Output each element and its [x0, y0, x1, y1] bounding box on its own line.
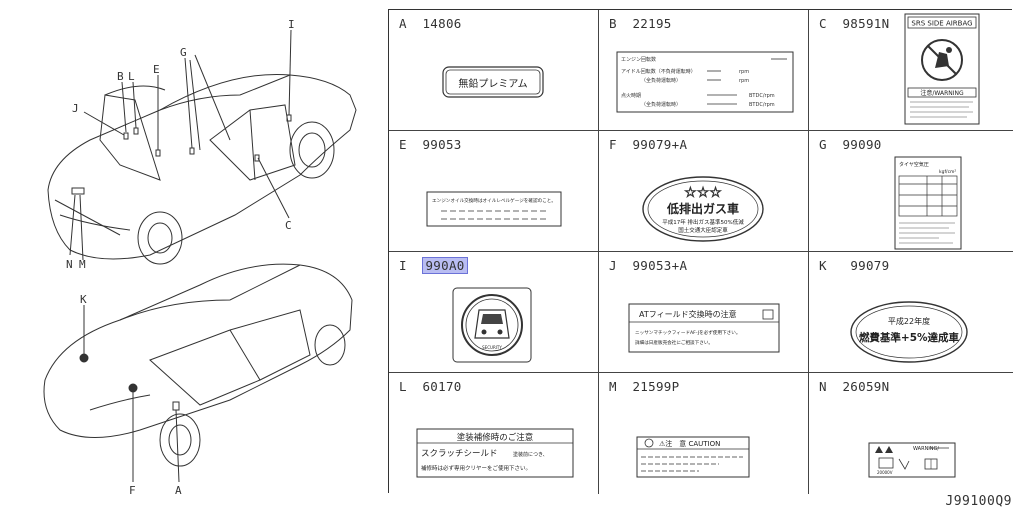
label-cell-c[interactable]: C 98591N SRS SIDE AIRBAG 注意/WARNING: [809, 10, 1013, 131]
svg-text:注意/WARNING: 注意/WARNING: [920, 89, 964, 97]
callout-a: A: [175, 484, 182, 497]
svg-text:エンジン回転数: エンジン回転数: [621, 56, 656, 63]
callout-c: C: [285, 219, 292, 232]
svg-text:タイヤ空気圧: タイヤ空気圧: [899, 161, 929, 168]
part-code-e: E 99053: [399, 137, 462, 152]
label-l-drawing: 塗装補修時のご注意 スクラッチシールド 塗装前につき、 補修時は必ず専用クリヤー…: [416, 428, 574, 478]
svg-text:補修時は必ず専用クリヤーをご使用下さい。: 補修時は必ず専用クリヤーをご使用下さい。: [421, 464, 531, 472]
svg-text:平成22年度: 平成22年度: [888, 316, 930, 326]
svg-text:低排出ガス車: 低排出ガス車: [666, 201, 739, 216]
part-code-c: C 98591N: [819, 16, 890, 31]
label-cell-k[interactable]: K 99079 平成22年度 燃費基準+5%達成車: [809, 252, 1013, 373]
callout-b: B: [117, 70, 124, 83]
svg-text:kgf/cm²: kgf/cm²: [939, 169, 956, 175]
label-cell-a[interactable]: A 14806 無鉛プレミアム: [389, 10, 599, 131]
svg-text:SECURITY: SECURITY: [482, 345, 502, 350]
callout-n: N: [66, 258, 73, 271]
label-a-text: 無鉛プレミアム: [458, 77, 527, 90]
vehicle-line-drawings: B L E G I J C N M K F A: [43, 18, 357, 497]
label-n-drawing: WARNING/ 20000V: [868, 442, 956, 478]
label-cell-n[interactable]: N 26059N WARNING/ 20000V: [809, 373, 1013, 494]
callout-i: I: [288, 18, 295, 31]
svg-text:塗装前につき、: 塗装前につき、: [513, 451, 548, 458]
label-a-drawing: 無鉛プレミアム: [442, 66, 544, 98]
svg-text:エンジンオイル交換時はオイルレベルゲージを確認のこと。: エンジンオイル交換時はオイルレベルゲージを確認のこと。: [432, 197, 556, 204]
svg-text:BTDC/rpm: BTDC/rpm: [749, 93, 775, 99]
svg-text:ATフィールド交換時の注意: ATフィールド交換時の注意: [639, 309, 737, 319]
callout-m: M: [79, 258, 86, 271]
label-i-drawing: SECURITY: [452, 287, 532, 363]
svg-text:アイドル回転数（不負荷運転時）: アイドル回転数（不負荷運転時）: [621, 68, 696, 75]
part-code-a: A 14806: [399, 16, 462, 31]
label-m-drawing: ⚠注 意 CAUTION: [636, 436, 750, 478]
part-code-j: J 99053+A: [609, 258, 688, 273]
label-f-drawing: ☆☆☆ 低排出ガス車 平成17年 排出ガス基準50%低減 国土交通大臣認定車: [642, 176, 764, 242]
label-e-drawing: エンジンオイル交換時はオイルレベルゲージを確認のこと。: [426, 191, 562, 227]
label-parts-grid: A 14806 無鉛プレミアム B 22195 エンジン回転数 アイドル回転数（…: [388, 9, 1013, 494]
callout-k: K: [80, 293, 87, 306]
svg-text:ニッサンマチックフィードAF-Jを必ず使用下さい。: ニッサンマチックフィードAF-Jを必ず使用下さい。: [635, 329, 740, 336]
part-code-f: F 99079+A: [609, 137, 688, 152]
label-cell-e[interactable]: E 99053 エンジンオイル交換時はオイルレベルゲージを確認のこと。: [389, 131, 599, 252]
part-code-n: N 26059N: [819, 379, 890, 394]
svg-text:BTDC/rpm: BTDC/rpm: [749, 102, 775, 108]
svg-text:（全負荷運転時）: （全負荷運転時）: [641, 101, 681, 108]
label-cell-f[interactable]: F 99079+A ☆☆☆ 低排出ガス車 平成17年 排出ガス基準50%低減 国…: [599, 131, 809, 252]
svg-text:☆☆☆: ☆☆☆: [684, 185, 722, 201]
highlighted-part-code[interactable]: 990A0: [422, 257, 468, 274]
part-code-b: B 22195: [609, 16, 672, 31]
svg-text:国土交通大臣認定車: 国土交通大臣認定車: [678, 226, 728, 234]
part-code-l: L 60170: [399, 379, 462, 394]
vehicle-illustration-panel: B L E G I J C N M K F A: [0, 0, 385, 510]
svg-text:⚠注 意 CAUTION: ⚠注 意 CAUTION: [659, 439, 720, 448]
label-b-drawing: エンジン回転数 アイドル回転数（不負荷運転時） （全負荷運転時） 点火時期 （全…: [616, 51, 794, 113]
label-cell-b[interactable]: B 22195 エンジン回転数 アイドル回転数（不負荷運転時） （全負荷運転時）…: [599, 10, 809, 131]
label-cell-g[interactable]: G 99090 タイヤ空気圧 kgf/cm²: [809, 131, 1013, 252]
label-k-drawing: 平成22年度 燃費基準+5%達成車: [850, 301, 968, 363]
callout-f: F: [129, 484, 136, 497]
svg-text:平成17年 排出ガス基準50%低減: 平成17年 排出ガス基準50%低減: [662, 218, 744, 226]
svg-text:燃費基準+5%達成車: 燃費基準+5%達成車: [859, 331, 960, 344]
svg-text:塗装補修時のご注意: 塗装補修時のご注意: [457, 432, 534, 443]
label-cell-j[interactable]: J 99053+A ATフィールド交換時の注意 ニッサンマチックフィードAF-J…: [599, 252, 809, 373]
svg-text:20000V: 20000V: [877, 470, 893, 475]
svg-text:SRS SIDE AIRBAG: SRS SIDE AIRBAG: [911, 20, 972, 28]
label-cell-m[interactable]: M 21599P ⚠注 意 CAUTION: [599, 373, 809, 494]
callout-g: G: [180, 46, 187, 59]
callout-l: L: [128, 70, 135, 83]
figure-code: J99100Q9: [945, 494, 1012, 509]
svg-text:詳細は日産販売会社にご相談下さい。: 詳細は日産販売会社にご相談下さい。: [635, 339, 713, 346]
svg-text:（全負荷運転時）: （全負荷運転時）: [641, 77, 681, 84]
label-g-drawing: タイヤ空気圧 kgf/cm²: [894, 156, 962, 250]
label-j-drawing: ATフィールド交換時の注意 ニッサンマチックフィードAF-Jを必ず使用下さい。 …: [628, 303, 780, 353]
svg-text:スクラッチシールド: スクラッチシールド: [421, 449, 498, 459]
part-code-g: G 99090: [819, 137, 882, 152]
svg-text:rpm: rpm: [739, 78, 749, 84]
callout-e: E: [153, 63, 160, 76]
label-cell-l[interactable]: L 60170 塗装補修時のご注意 スクラッチシールド 塗装前につき、 補修時は…: [389, 373, 599, 494]
svg-text:rpm: rpm: [739, 69, 749, 75]
callout-j: J: [72, 102, 79, 115]
label-cell-i[interactable]: I 990A0 SECURITY: [389, 252, 599, 373]
part-code-k: K 99079: [819, 258, 890, 273]
label-c-drawing: SRS SIDE AIRBAG 注意/WARNING: [904, 13, 980, 125]
svg-text:点火時期: 点火時期: [621, 93, 641, 99]
svg-text:WARNING/: WARNING/: [913, 446, 939, 452]
part-code-i: I 990A0: [399, 257, 468, 274]
part-code-m: M 21599P: [609, 379, 680, 394]
